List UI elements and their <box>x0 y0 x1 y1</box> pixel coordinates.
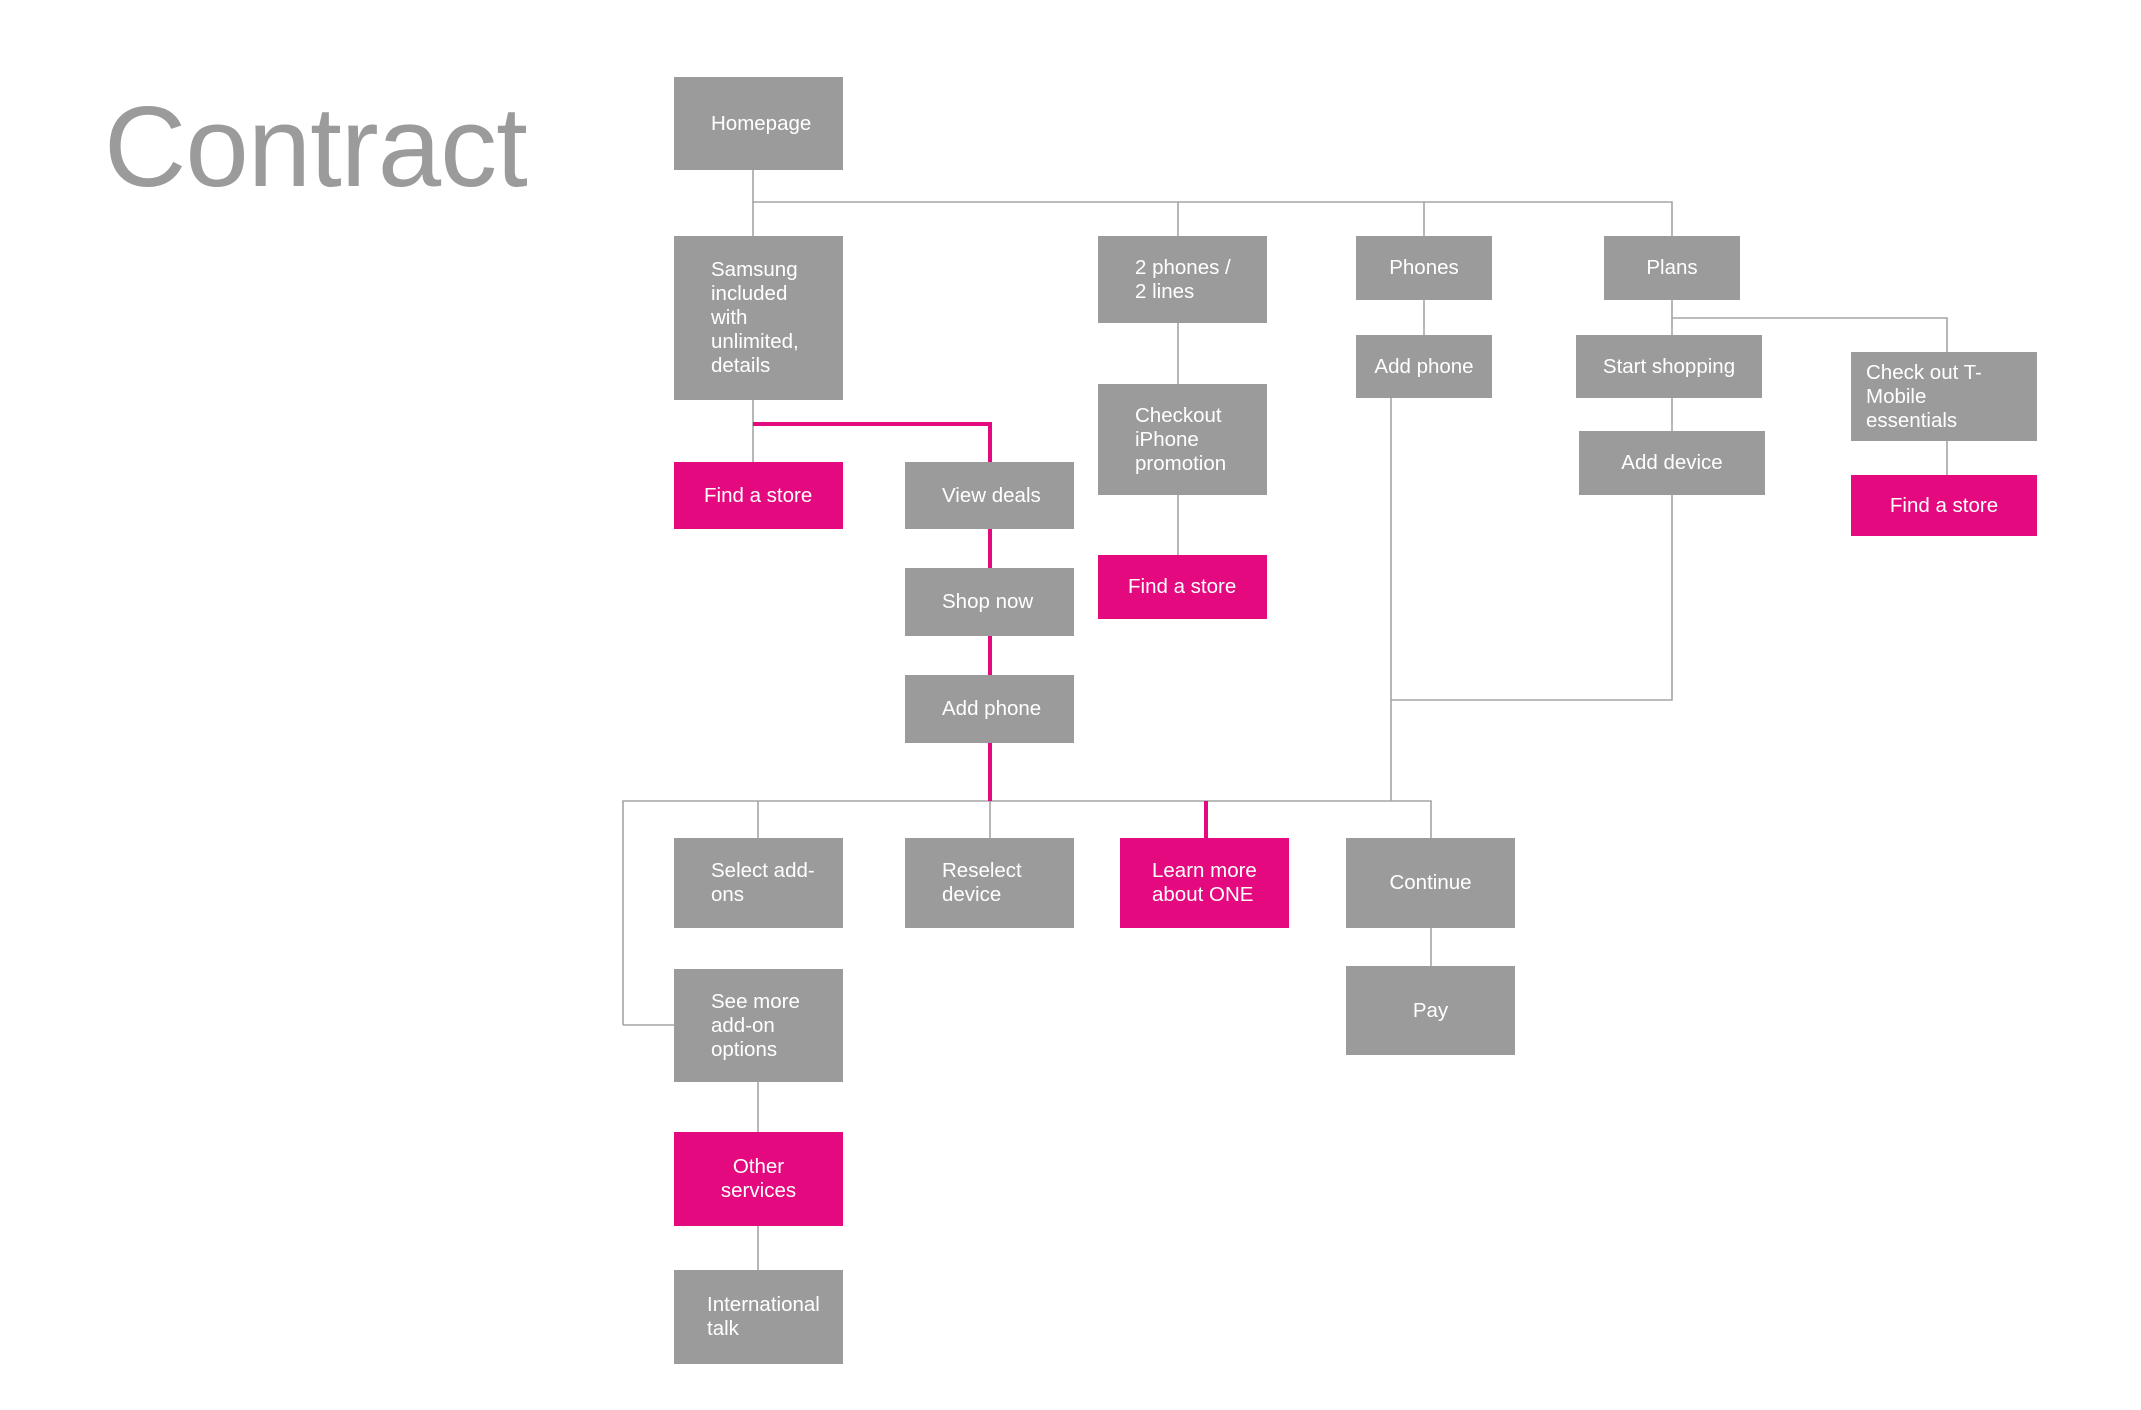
node-add-device[interactable]: Add device <box>1579 431 1765 495</box>
node-pay[interactable]: Pay <box>1346 966 1515 1055</box>
node-find-store-essentials[interactable]: Find a store <box>1851 475 2037 536</box>
node-reselect-device[interactable]: Reselect device <box>905 838 1074 928</box>
node-add-phone-main[interactable]: Add phone <box>905 675 1074 743</box>
node-international-talk[interactable]: International talk <box>674 1270 843 1364</box>
node-continue[interactable]: Continue <box>1346 838 1515 928</box>
connector-homepage-bus <box>752 170 1673 236</box>
node-add-phone-phones[interactable]: Add phone <box>1356 335 1492 398</box>
node-homepage[interactable]: Homepage <box>674 77 843 170</box>
grey-connectors <box>622 170 1948 1270</box>
connector-add-device-merge <box>1391 495 1673 701</box>
connector-plans-essentials <box>1672 317 1948 352</box>
node-find-store-samsung[interactable]: Find a store <box>674 462 843 529</box>
connector-add-phone-bus <box>622 800 1432 1025</box>
node-find-store-checkout[interactable]: Find a store <box>1098 555 1267 619</box>
node-view-deals[interactable]: View deals <box>905 462 1074 529</box>
node-phones[interactable]: Phones <box>1356 236 1492 300</box>
node-learn-more-one[interactable]: Learn more about ONE <box>1120 838 1289 928</box>
node-check-out-essentials[interactable]: Check out T- Mobile essentials <box>1851 352 2037 441</box>
node-start-shopping[interactable]: Start shopping <box>1576 335 1762 398</box>
connector-samsung-view-deals <box>753 422 992 462</box>
node-shop-now[interactable]: Shop now <box>905 568 1074 636</box>
node-samsung-details[interactable]: Samsung included with unlimited, details <box>674 236 843 400</box>
node-checkout-iphone[interactable]: Checkout iPhone promotion <box>1098 384 1267 495</box>
node-select-addons[interactable]: Select add- ons <box>674 838 843 928</box>
node-two-phones[interactable]: 2 phones / 2 lines <box>1098 236 1267 323</box>
highlighted-path <box>753 422 1208 838</box>
node-see-more-addons[interactable]: See more add-on options <box>674 969 843 1082</box>
page-title: Contract <box>104 84 528 211</box>
node-plans[interactable]: Plans <box>1604 236 1740 300</box>
node-other-services[interactable]: Other services <box>674 1132 843 1226</box>
